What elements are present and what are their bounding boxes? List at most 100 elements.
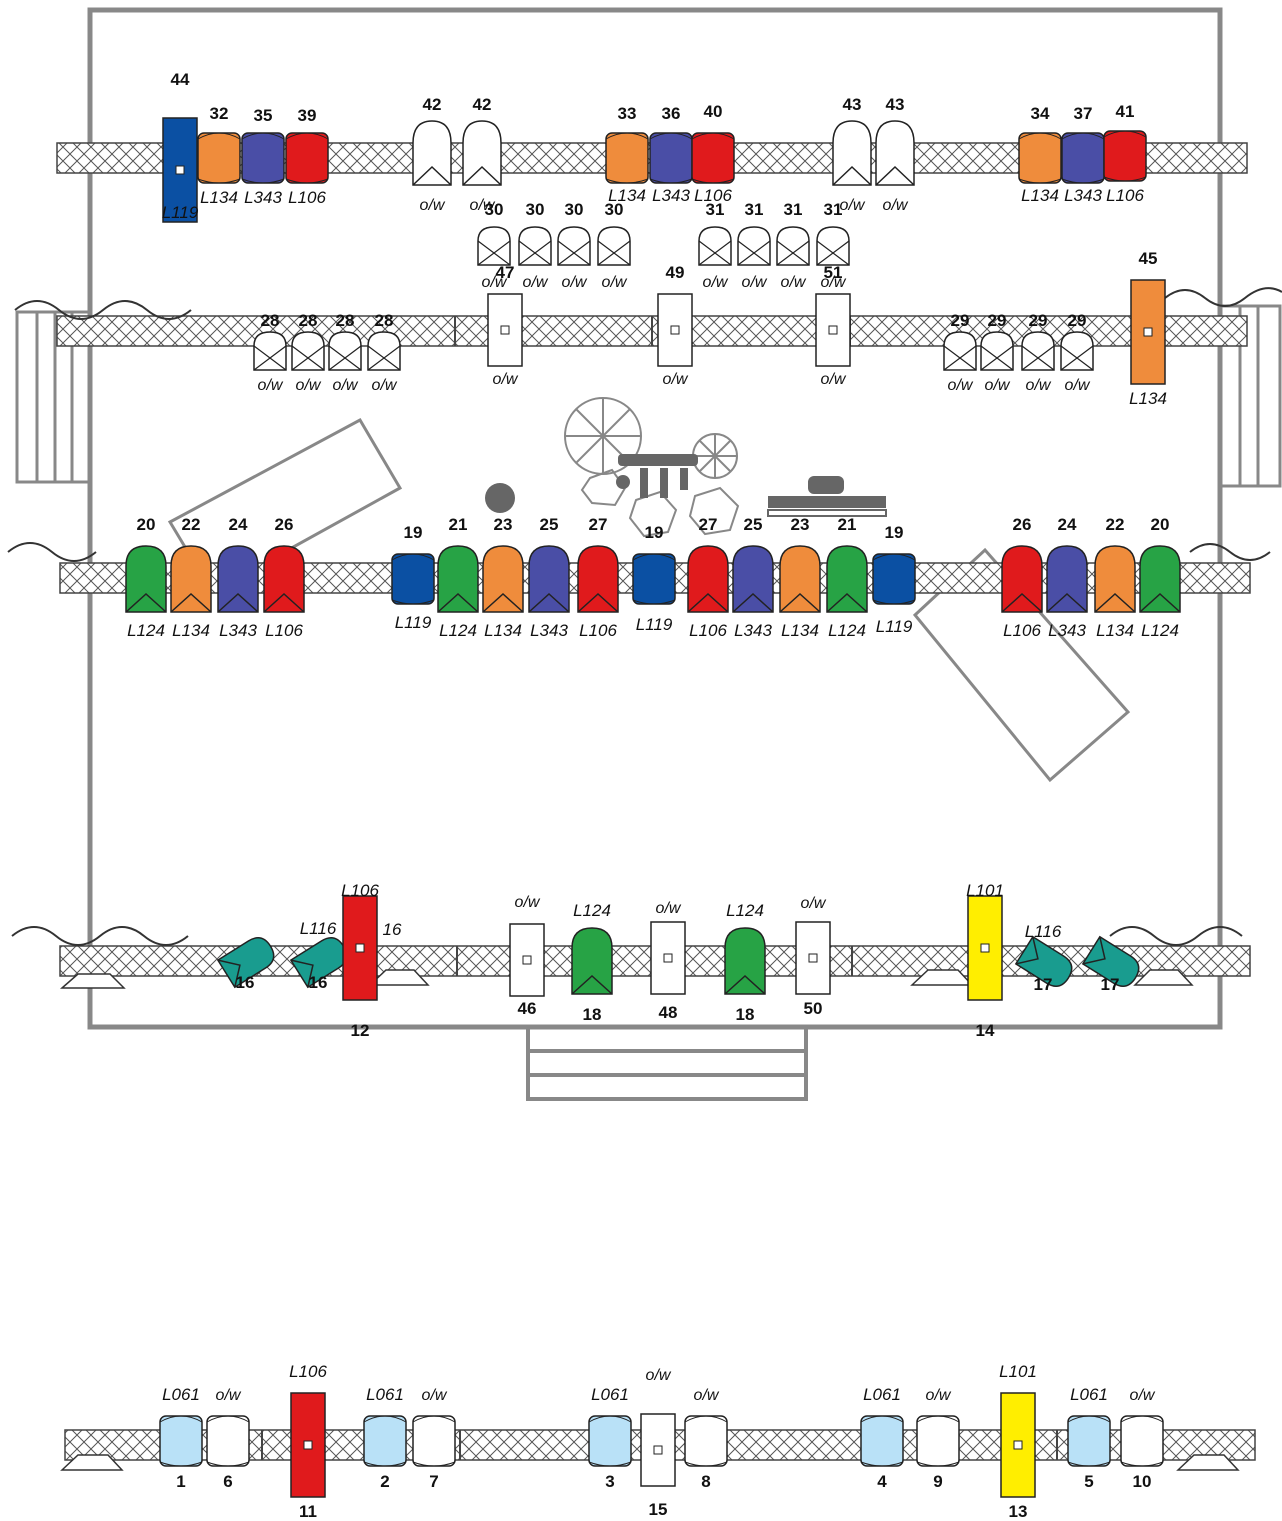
- fixture-30[interactable]: 30o/w: [557, 200, 591, 291]
- fixture-17[interactable]: 17: [1081, 935, 1144, 994]
- fixture-number: 5: [1084, 1472, 1093, 1491]
- fixture-46[interactable]: 46o/w: [509, 894, 545, 1018]
- fixture-30[interactable]: 30o/w: [477, 200, 511, 291]
- fixture-7[interactable]: 7o/w: [412, 1387, 456, 1491]
- fixture-29[interactable]: 29o/w: [943, 311, 977, 394]
- fixture-16[interactable]: 16: [216, 933, 279, 992]
- fixture-42[interactable]: 42o/w: [412, 95, 452, 214]
- fixture-49[interactable]: 49o/w: [657, 263, 693, 388]
- fixture-label: o/w: [372, 377, 398, 394]
- fixture-6[interactable]: 6o/w: [206, 1387, 250, 1491]
- fixture-31[interactable]: 31o/w: [698, 200, 732, 291]
- fixture-label: 16: [383, 920, 402, 939]
- fixture-label: o/w: [646, 1367, 672, 1384]
- fixture-42[interactable]: 42o/w: [462, 95, 502, 214]
- fixture-28[interactable]: 28o/w: [253, 311, 287, 394]
- fixture-label: L106: [1003, 621, 1041, 640]
- fixture-28[interactable]: 28o/w: [328, 311, 362, 394]
- fixture-51[interactable]: 51o/w: [815, 263, 851, 388]
- fixture-47[interactable]: 47o/w: [487, 263, 523, 388]
- fixture-number: 31: [706, 200, 725, 219]
- fixture-symbol: [290, 1392, 326, 1498]
- fixture-symbol: [875, 120, 915, 186]
- fixture-16[interactable]: 16: [383, 920, 402, 939]
- fixture-29[interactable]: 29o/w: [1021, 311, 1055, 394]
- fixture-10[interactable]: 10o/w: [1120, 1387, 1164, 1491]
- fixture-label: L124: [127, 621, 165, 640]
- fixture-label: L134: [1129, 389, 1167, 408]
- fixture-number: 28: [375, 311, 394, 330]
- fixture-number: 8: [701, 1472, 710, 1491]
- fixture-9[interactable]: 9o/w: [916, 1387, 960, 1491]
- fixture-48[interactable]: 48o/w: [650, 900, 686, 1022]
- fixture-29[interactable]: 29o/w: [980, 311, 1014, 394]
- fixture-symbol: [1061, 132, 1105, 184]
- fixture-31[interactable]: 31o/w: [816, 200, 850, 291]
- fixture-label: o/w: [1130, 1387, 1156, 1404]
- fixture-label: o/w: [216, 1387, 242, 1404]
- fixture-number: 21: [449, 515, 468, 534]
- fixture-30[interactable]: 30o/w: [597, 200, 631, 291]
- fixture-15[interactable]: 15o/w: [640, 1367, 676, 1519]
- fixture-8[interactable]: 8o/w: [684, 1387, 728, 1491]
- fixture-30[interactable]: 30o/w: [518, 200, 552, 291]
- fixture-number: 26: [1013, 515, 1032, 534]
- fixture-label: o/w: [656, 900, 682, 917]
- fixture-43[interactable]: 43o/w: [875, 95, 915, 214]
- fixture-31[interactable]: 31o/w: [776, 200, 810, 291]
- front-steps: [526, 1025, 808, 1101]
- fixture-label: L116: [300, 919, 337, 938]
- fixture-43[interactable]: 43o/w: [832, 95, 872, 214]
- fixture-28[interactable]: 28 o/w: [367, 311, 401, 394]
- fixture-50[interactable]: 50o/w: [795, 895, 831, 1018]
- fixture-number: 13: [1009, 1502, 1028, 1521]
- fixture-28[interactable]: 28o/w: [291, 311, 325, 394]
- fixture-29[interactable]: 29o/w: [1060, 311, 1094, 394]
- fixture-symbol: [1000, 1392, 1036, 1498]
- fixture-31[interactable]: 31o/w: [737, 200, 771, 291]
